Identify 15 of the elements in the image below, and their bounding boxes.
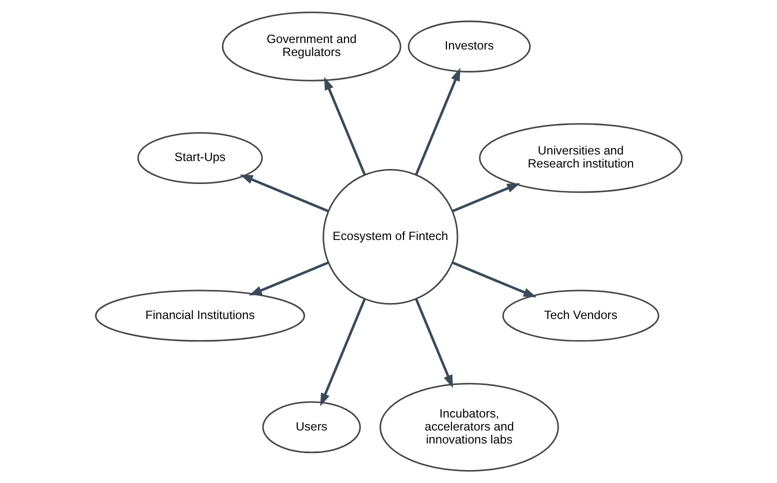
node-circle: Ecosystem of Fintech <box>322 169 458 305</box>
arrow <box>452 262 536 298</box>
node-ellipse: Incubators, accelerators and innovations labs <box>379 382 558 472</box>
arrow <box>452 183 520 212</box>
node-ellipse: Investors <box>407 20 530 72</box>
arrow <box>414 68 460 176</box>
arrow <box>320 298 366 406</box>
node-ellipse: Tech Vendors <box>502 290 659 342</box>
arrow <box>324 76 366 176</box>
node-ellipse: Users <box>262 401 360 454</box>
node-ellipse: Government and Regulators <box>221 12 401 82</box>
arrow <box>239 174 328 212</box>
arrow <box>248 262 328 296</box>
node-ellipse: Financial Institutions <box>94 290 305 342</box>
arrow <box>414 298 453 388</box>
